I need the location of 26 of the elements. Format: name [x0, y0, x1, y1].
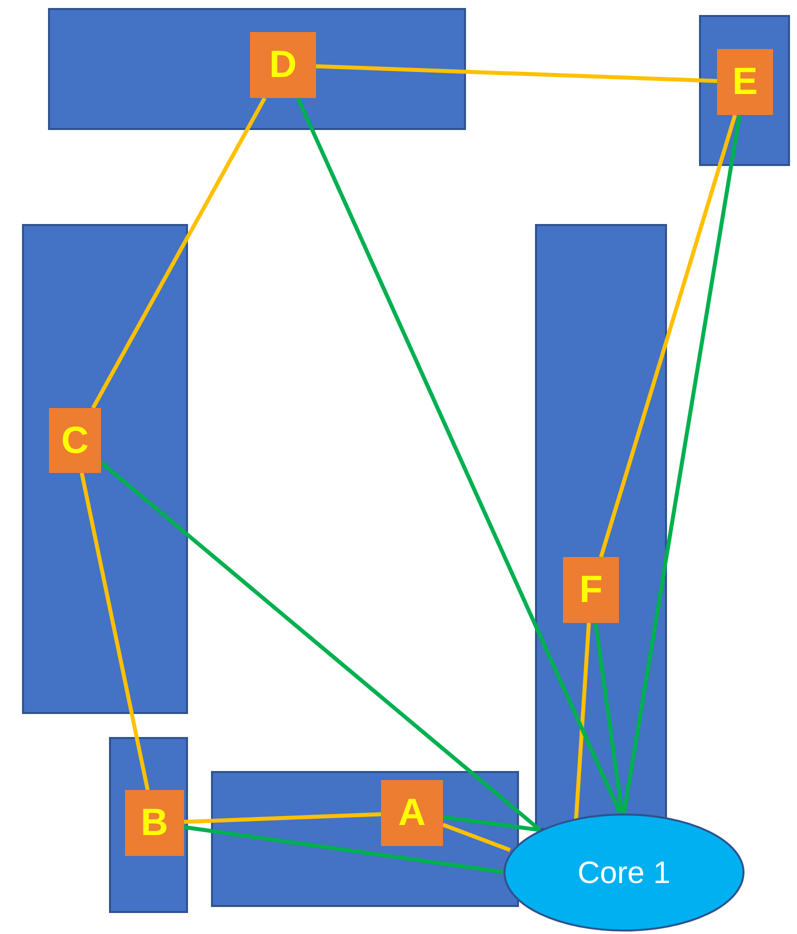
- node-box: F: [563, 557, 619, 623]
- region-box: [48, 8, 466, 130]
- connector-line: [442, 822, 511, 852]
- connector-line: [622, 114, 742, 814]
- connector-line: [574, 622, 591, 820]
- node-box: C: [49, 408, 101, 473]
- region-box: [535, 224, 667, 830]
- connector-line: [599, 114, 737, 558]
- connector-line: [316, 64, 718, 83]
- connector-line: [296, 97, 622, 814]
- node-box: A: [381, 780, 443, 846]
- connector-line: [594, 622, 624, 814]
- connector-line: [80, 472, 150, 790]
- node-box: D: [250, 32, 316, 98]
- node-box: E: [717, 49, 773, 115]
- connector-line: [442, 815, 540, 832]
- region-box: [699, 15, 790, 166]
- connector-line: [100, 460, 542, 832]
- region-box: [109, 737, 188, 913]
- connector-line: [184, 812, 382, 824]
- connector-line: [91, 97, 266, 409]
- region-box: [22, 224, 188, 714]
- region-box: [211, 771, 519, 907]
- node-box: B: [125, 790, 184, 856]
- core-ellipse: Core 1: [503, 813, 745, 932]
- connector-line: [184, 825, 504, 874]
